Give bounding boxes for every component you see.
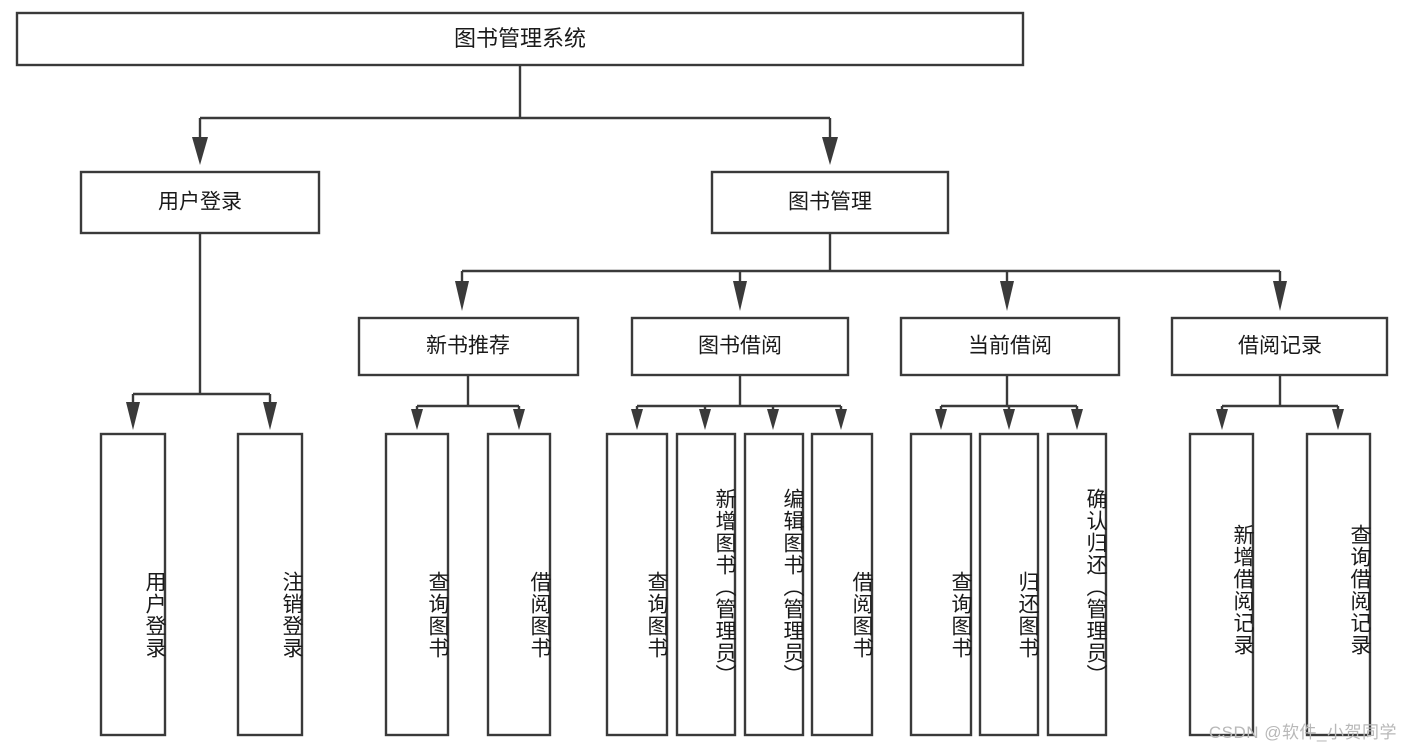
node-user-login-label: 用户登录 bbox=[158, 191, 242, 214]
leaf-box-query-record[interactable] bbox=[1305, 432, 1372, 737]
arrow-leaf-user-logout bbox=[263, 402, 277, 430]
leaf-box-edit-book[interactable] bbox=[743, 432, 805, 737]
leaf-box-add-book[interactable] bbox=[675, 432, 737, 737]
node-new-book-recommend-box[interactable] bbox=[357, 316, 580, 377]
leaf-box-query-book-3[interactable] bbox=[909, 432, 973, 737]
arrow-leaf-add-record bbox=[1216, 409, 1228, 430]
arrow-to-borrow-record bbox=[1273, 281, 1287, 311]
arrow-leaf-query-book-1 bbox=[411, 409, 423, 430]
node-borrow-record[interactable]: 借阅记录 bbox=[1170, 316, 1389, 377]
leaf-box-user-login[interactable] bbox=[99, 432, 167, 737]
node-book-borrow-box[interactable] bbox=[630, 316, 850, 377]
node-borrow-record-box[interactable] bbox=[1170, 316, 1389, 377]
arrow-leaf-confirm-return bbox=[1071, 409, 1083, 430]
arrow-leaf-edit-book bbox=[767, 409, 779, 430]
arrow-leaf-borrow-book-2 bbox=[835, 409, 847, 430]
arrow-to-bookmgmt bbox=[822, 137, 838, 165]
node-root-label: 图书管理系统 bbox=[454, 26, 586, 51]
leaf-box-borrow-book-1[interactable] bbox=[486, 432, 552, 737]
node-book-management[interactable]: 图书管理 bbox=[710, 170, 950, 235]
leaf-box-query-book-1[interactable] bbox=[384, 432, 450, 737]
arrow-leaf-query-book-2 bbox=[631, 409, 643, 430]
node-root-box[interactable] bbox=[15, 11, 1025, 67]
arrow-leaf-borrow-book-1 bbox=[513, 409, 525, 430]
node-borrow-record-label: 借阅记录 bbox=[1238, 335, 1322, 358]
node-current-borrow[interactable]: 当前借阅 bbox=[899, 316, 1121, 377]
node-book-borrow-label: 图书借阅 bbox=[698, 335, 782, 358]
node-user-login[interactable]: 用户登录 bbox=[79, 170, 321, 235]
node-new-book-recommend-label: 新书推荐 bbox=[426, 335, 510, 358]
arrow-to-book-borrow bbox=[733, 281, 747, 311]
node-new-book-recommend[interactable]: 新书推荐 bbox=[357, 316, 580, 377]
arrow-to-userlogin bbox=[192, 137, 208, 165]
leaf-box-query-book-2[interactable] bbox=[605, 432, 669, 737]
arrow-leaf-query-record bbox=[1332, 409, 1344, 430]
node-current-borrow-box[interactable] bbox=[899, 316, 1121, 377]
leaf-box-borrow-book-2[interactable] bbox=[810, 432, 874, 737]
leaf-box-user-logout[interactable] bbox=[236, 432, 304, 737]
connector-group bbox=[126, 65, 1344, 430]
leaf-box-add-record[interactable] bbox=[1188, 432, 1255, 737]
node-book-management-box[interactable] bbox=[710, 170, 950, 235]
arrow-leaf-return-book bbox=[1003, 409, 1015, 430]
node-book-borrow[interactable]: 图书借阅 bbox=[630, 316, 850, 377]
node-book-management-label: 图书管理 bbox=[788, 191, 872, 214]
arrow-to-new-book bbox=[455, 281, 469, 311]
arrow-to-current-borrow bbox=[1000, 281, 1014, 311]
csdn-watermark: CSDN @软件_小贺同学 bbox=[1208, 723, 1397, 742]
node-root[interactable]: 图书管理系统 bbox=[15, 11, 1025, 67]
node-current-borrow-label: 当前借阅 bbox=[968, 335, 1052, 358]
arrow-leaf-add-book bbox=[699, 409, 711, 430]
leaf-box-return-book[interactable] bbox=[978, 432, 1040, 737]
node-user-login-box[interactable] bbox=[79, 170, 321, 235]
arrow-leaf-query-book-3 bbox=[935, 409, 947, 430]
arrow-leaf-user-login bbox=[126, 402, 140, 430]
leaf-box-confirm-return[interactable] bbox=[1046, 432, 1108, 737]
